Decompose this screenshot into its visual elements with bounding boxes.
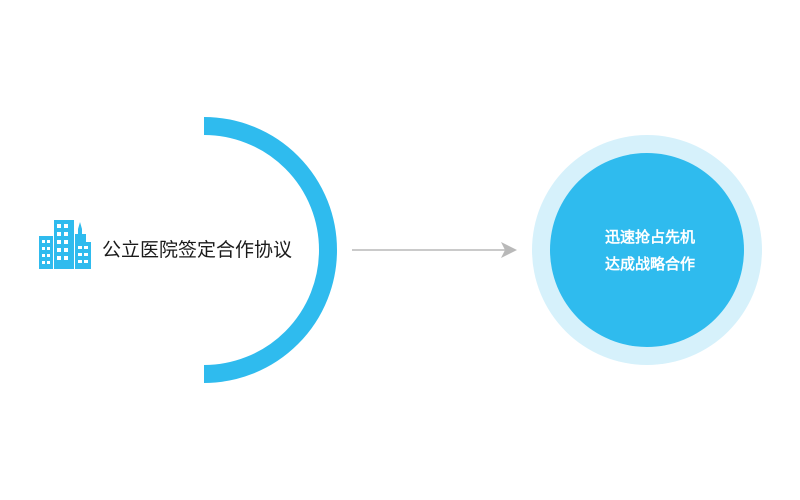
outcome-circle	[550, 153, 744, 347]
arrow-head	[501, 242, 517, 258]
hospital-agreement-label: 公立医院签定合作协议	[102, 239, 293, 261]
buildings-icon	[39, 220, 91, 269]
outcome-text: 迅速抢占先机 达成战略合作	[560, 224, 740, 278]
half-ring-arc	[203, 117, 337, 383]
outcome-line-1: 迅速抢占先机	[604, 228, 695, 246]
connector-arrow	[352, 242, 517, 258]
outcome-line-2: 达成战略合作	[604, 255, 695, 273]
